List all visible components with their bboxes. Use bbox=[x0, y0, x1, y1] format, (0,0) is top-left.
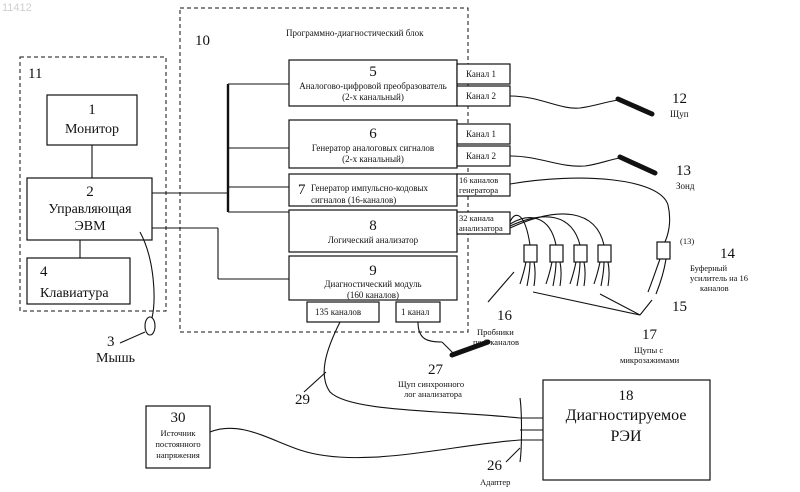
signal-generator-module-6: 6 Генератор аналоговых сигналов (2-х кан… bbox=[289, 120, 457, 168]
clips-label-line2: микрозажимами bbox=[620, 355, 680, 365]
label-6: 6 bbox=[369, 126, 377, 142]
la32-label-line1: 32 канала bbox=[459, 213, 494, 223]
sync-label-line1: Щуп синхронного bbox=[398, 379, 464, 389]
logic-analyzer-label: Логический анализатор bbox=[328, 235, 419, 245]
buffer-label-line2: усилитель на 16 bbox=[690, 273, 748, 283]
buffer-amplifier-icon bbox=[657, 242, 670, 259]
computer-label-line1: Управляющая bbox=[48, 202, 132, 217]
pulse-label-line2: сигналов (16-каналов) bbox=[311, 195, 396, 205]
generator-label-line1: Генератор аналоговых сигналов bbox=[312, 143, 434, 153]
label-3: 3 bbox=[107, 334, 115, 350]
ch135-label: 135 каналов bbox=[315, 307, 361, 317]
gen16-label-line2: генератора bbox=[459, 185, 498, 195]
label-27: 27 bbox=[428, 362, 444, 378]
gen-channel-1-label: Канал 1 bbox=[466, 129, 496, 139]
power-label-line3: напряжения bbox=[156, 450, 200, 460]
dut-label-line1: Диагностируемое bbox=[566, 407, 687, 424]
label-14-ref: (13) bbox=[680, 236, 694, 246]
label-17: 17 bbox=[642, 327, 658, 343]
power-label-line1: Источник bbox=[160, 428, 196, 438]
mouse-label: Мышь bbox=[96, 351, 135, 366]
probes-label-line1: Пробники bbox=[477, 327, 514, 337]
probe-label: Щуп bbox=[670, 109, 689, 119]
label-13: 13 bbox=[676, 163, 691, 179]
label-7: 7 bbox=[298, 182, 306, 198]
diagnostic-block-title: Программно-диагностический блок bbox=[286, 28, 424, 38]
label-8: 8 bbox=[369, 218, 377, 234]
monitor-label: Монитор bbox=[65, 122, 119, 137]
label-12: 12 bbox=[672, 91, 687, 107]
adc-module-5: 5 Аналогово-цифровой преобразователь (2-… bbox=[289, 60, 457, 106]
dut-label-line2: РЭИ bbox=[610, 428, 641, 445]
label-30: 30 bbox=[171, 410, 186, 426]
sync-label-line2: лог анализатора bbox=[404, 389, 462, 399]
ch1-label: 1 канал bbox=[401, 307, 430, 317]
label-5: 5 bbox=[369, 64, 377, 80]
adc-channel-2-label: Канал 2 bbox=[466, 91, 496, 101]
mouse-icon bbox=[145, 317, 155, 335]
label-26: 26 bbox=[487, 458, 503, 474]
watermark-text: 11412 bbox=[2, 2, 32, 14]
gen16-label-line1: 16 каналов bbox=[459, 175, 498, 185]
logic-analyzer-module-8: 8 Логический анализатор bbox=[289, 210, 457, 252]
gen-channel-2-label: Канал 2 bbox=[466, 151, 496, 161]
adc-channel-1-label: Канал 1 bbox=[466, 69, 496, 79]
label-29: 29 bbox=[295, 392, 310, 408]
keyboard-label: Клавиатура bbox=[40, 286, 109, 301]
control-computer-block: 2 Управляющая ЭВМ bbox=[27, 178, 152, 240]
label-15: 15 bbox=[672, 299, 687, 315]
power-supply-block: 30 Источник постоянного напряжения bbox=[146, 406, 210, 468]
sync-probe-icon bbox=[452, 342, 488, 355]
label-16: 16 bbox=[497, 308, 513, 324]
adc-label-line2: (2-х канальный) bbox=[342, 92, 404, 102]
keyboard-block: 4 Клавиатура bbox=[27, 258, 130, 304]
diag-label-line1: Диагностический модуль bbox=[324, 279, 421, 289]
adc-label-line1: Аналогово-цифровой преобразователь bbox=[299, 81, 447, 91]
probe-12-icon bbox=[618, 99, 652, 114]
buffer-label-line1: Буферный bbox=[690, 263, 727, 273]
label-4: 4 bbox=[40, 264, 48, 280]
label-14: 14 bbox=[720, 246, 736, 262]
probe-modules-16 bbox=[520, 245, 611, 286]
monitor-block: 1 Монитор bbox=[47, 95, 137, 145]
label-11: 11 bbox=[28, 66, 42, 82]
label-9: 9 bbox=[369, 263, 377, 279]
label-10: 10 bbox=[195, 33, 210, 49]
label-2: 2 bbox=[86, 184, 94, 200]
zond-label: Зонд bbox=[676, 181, 695, 191]
label-1: 1 bbox=[88, 102, 96, 118]
diagnostic-module-9: 9 Диагностический модуль (160 каналов) bbox=[289, 256, 457, 300]
generator-label-line2: (2-х канальный) bbox=[342, 154, 404, 164]
buffer-label-line3: каналов bbox=[700, 283, 729, 293]
la32-label-line2: анализатора bbox=[459, 223, 503, 233]
diag-label-line2: (160 каналов) bbox=[347, 290, 399, 300]
adapter-label: Адаптер bbox=[480, 477, 510, 487]
power-label-line2: постоянного bbox=[155, 439, 200, 449]
pulse-label-line1: Генератор импульсно-кодовых bbox=[311, 183, 429, 193]
clips-label-line1: Щупы с bbox=[634, 345, 663, 355]
computer-label-line2: ЭВМ bbox=[74, 219, 106, 234]
diagnosed-device-block: 18 Диагностируемое РЭИ bbox=[543, 380, 710, 480]
pulse-generator-module-7: 7 Генератор импульсно-кодовых сигналов (… bbox=[289, 174, 457, 206]
zond-13-icon bbox=[620, 157, 655, 173]
label-18: 18 bbox=[619, 388, 634, 404]
